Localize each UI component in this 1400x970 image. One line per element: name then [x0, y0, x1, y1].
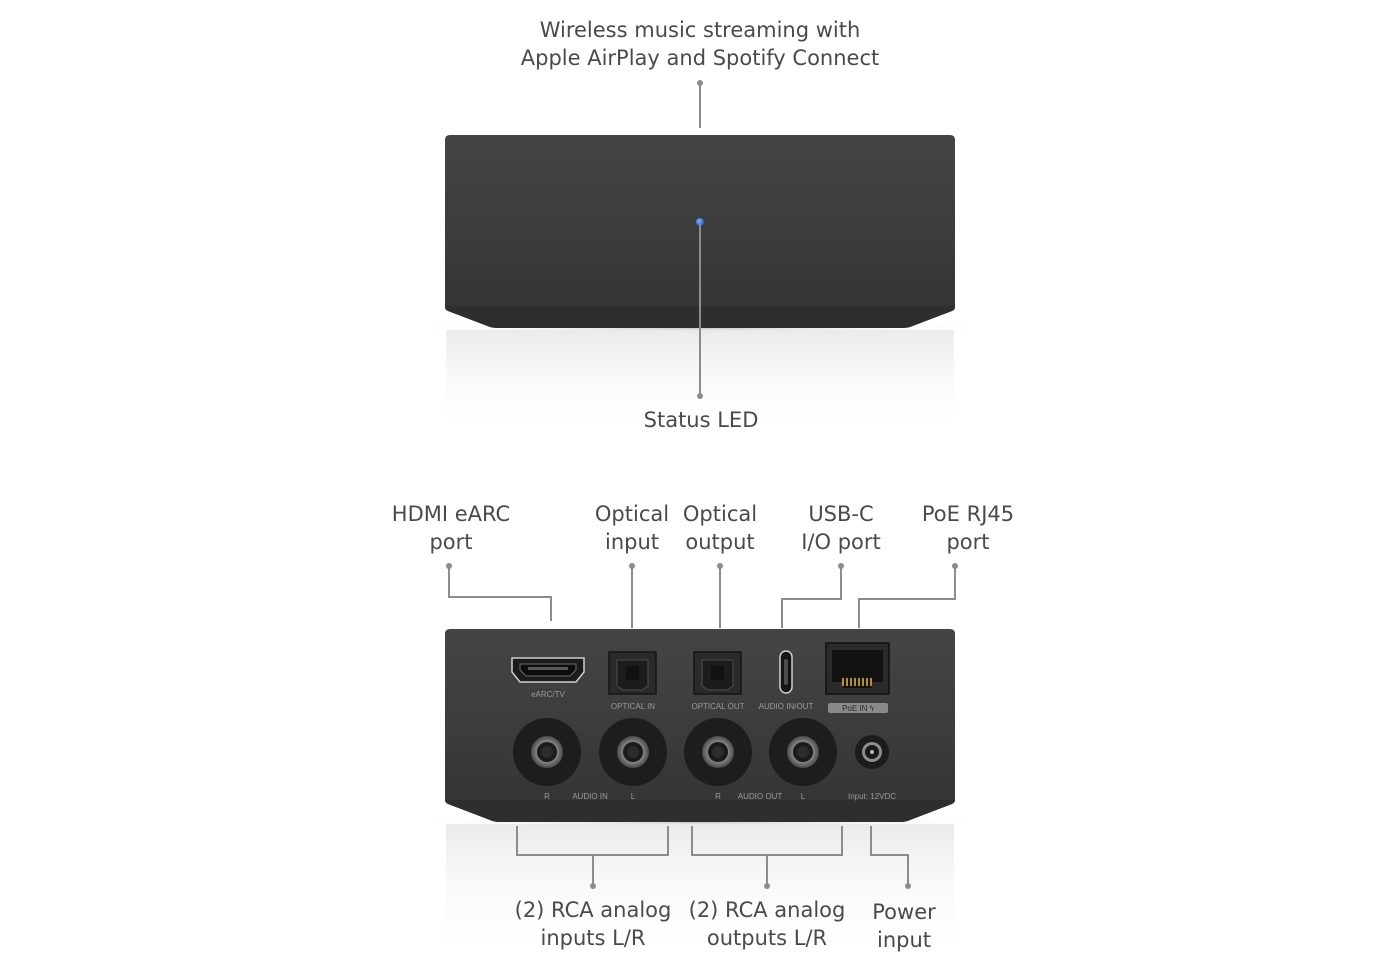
usb-c-port-icon — [779, 650, 793, 694]
callout-hdmi-earc: HDMI eARC port — [391, 502, 511, 554]
optical-out-label: OPTICAL OUT — [691, 702, 744, 711]
leader-line — [858, 566, 956, 628]
callout-usb-c: USB-C I/O port — [801, 502, 881, 554]
dc-power-jack-icon — [855, 735, 889, 769]
audio-in-label: AUDIO IN — [572, 792, 608, 801]
leader-dots — [446, 80, 958, 889]
rca-jack-icon — [599, 718, 667, 786]
callout-wireless-streaming: Wireless music streaming with Apple AirP… — [520, 18, 880, 70]
callout-rca-inputs: (2) RCA analog inputs L/R — [514, 898, 672, 950]
optical-out-port-icon — [693, 651, 742, 695]
audio-out-label: AUDIO OUT — [738, 792, 783, 801]
hdmi-port-icon — [511, 657, 585, 683]
rca-l-label: L — [801, 792, 806, 801]
power-input-label: Input: 12VDC — [848, 792, 896, 801]
callout-optical-input: Optical input — [594, 502, 670, 554]
callout-optical-output: Optical output — [682, 502, 758, 554]
leader-line — [448, 566, 552, 621]
leader-lines — [448, 83, 956, 886]
device-rear-base — [445, 800, 955, 822]
rca-jack-icon — [513, 718, 581, 786]
callout-power-input: Power input — [872, 900, 936, 952]
optical-in-port-icon — [608, 651, 657, 695]
rca-r-label: R — [715, 792, 721, 801]
earc-label: eARC/TV — [531, 690, 565, 699]
leader-line — [870, 826, 909, 886]
usb-label: AUDIO IN/OUT — [759, 702, 814, 711]
callout-rca-outputs: (2) RCA analog outputs L/R — [688, 898, 846, 950]
rca-r-label: R — [544, 792, 550, 801]
callout-poe-rj45: PoE RJ45 port — [921, 502, 1015, 554]
device-rear-view: eARC/TV OPTICAL IN OPTICAL OUT AUDIO IN/… — [400, 629, 1000, 964]
rca-jack-icon — [684, 718, 752, 786]
poe-in-label: PoE IN ϟ — [842, 704, 875, 713]
optical-in-label: OPTICAL IN — [611, 702, 655, 711]
rj45-port-icon — [825, 642, 890, 713]
rca-jack-icon — [769, 718, 837, 786]
rca-l-label: L — [631, 792, 636, 801]
rear-reflection — [446, 824, 954, 964]
leader-line — [781, 566, 842, 628]
callout-status-led: Status LED — [643, 408, 759, 432]
